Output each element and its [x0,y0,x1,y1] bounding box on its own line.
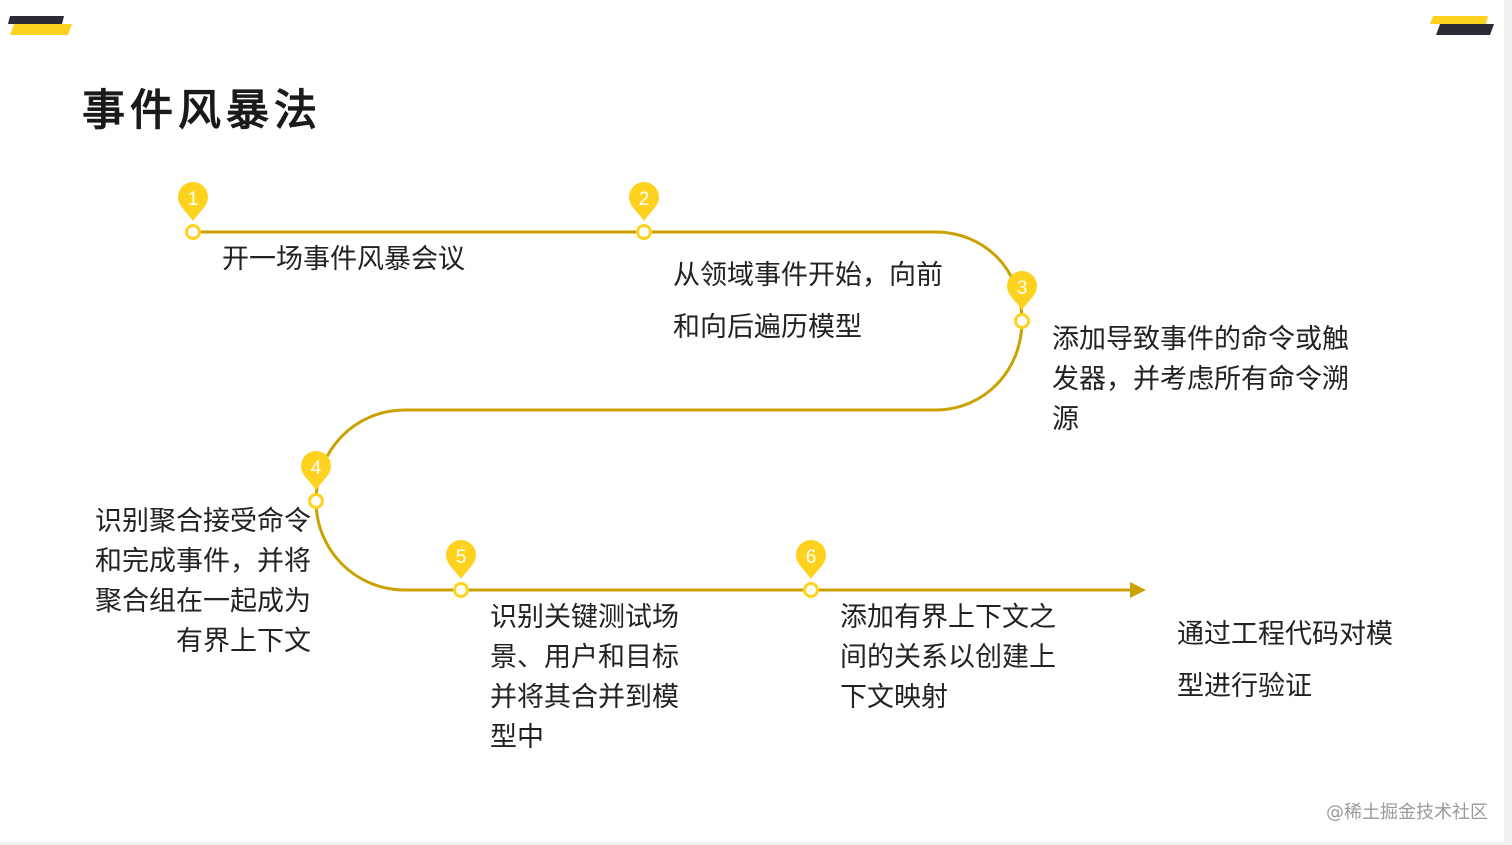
watermark: @稀土掘金技术社区 [1326,802,1488,823]
step-text-1: 开一场事件风暴会议 [222,244,465,275]
step-number-4: 4 [311,458,322,479]
step-number-1: 1 [188,189,199,210]
step-marker-5: 5 [446,540,476,598]
step-marker-6: 6 [796,540,826,598]
step-number-6: 6 [806,547,817,568]
final-step-text: 通过工程代码对模 型进行验证 [1177,619,1393,702]
step-text-6: 添加有界上下文之 间的关系以创建上 下文映射 [840,602,1056,713]
timeline-path [193,230,1135,592]
step-marker-1: 1 [178,182,208,240]
page-right-edge [1504,0,1512,845]
step-number-5: 5 [456,547,467,568]
page-bottom-edge [0,842,1512,845]
corner-decoration-left [8,16,72,35]
step-number-3: 3 [1017,278,1028,299]
step-text-4: 识别聚合接受命令 和完成事件，并将 聚合组在一起成为 有界上下文 [95,506,311,657]
page-title: 事件风暴法 [82,86,322,136]
step-marker-2: 2 [629,182,659,240]
step-number-2: 2 [639,189,650,210]
step-text-2: 从领域事件开始，向前 和向后遍历模型 [673,260,943,343]
step-text-5: 识别关键测试场 景、用户和目标 并将其合并到模 型中 [490,602,679,753]
step-text-3: 添加导致事件的命令或触 发器，并考虑所有命令溯 源 [1052,324,1349,435]
corner-decoration-right [1430,16,1494,35]
step-marker-4: 4 [301,451,331,509]
step-marker-3: 3 [1007,271,1037,329]
timeline-arrowhead [1130,582,1146,598]
